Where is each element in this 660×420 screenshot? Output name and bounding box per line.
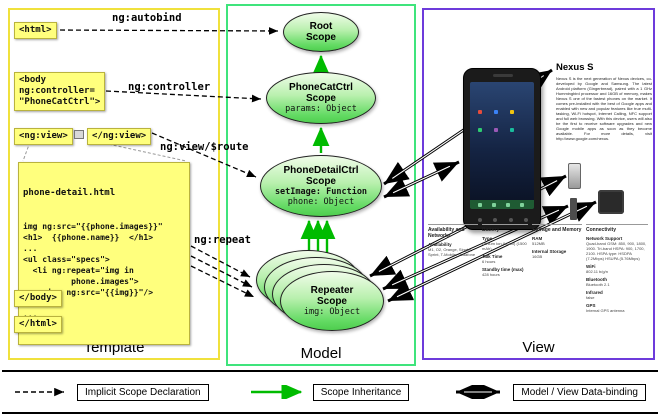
html-open-tag: <html> [14, 22, 57, 39]
spec-value: Lithium Ion (Li-Ion) (1500 mAh) [482, 241, 527, 251]
nexus-phone-image [463, 68, 541, 230]
product-title: Nexus S [556, 62, 594, 73]
legend-bottom-rule [2, 412, 658, 414]
view-panel-label: View [522, 339, 555, 356]
ng-view-open-tag: <ng:view> [14, 128, 73, 145]
phone-thumbnail-3 [598, 190, 624, 214]
html-close-tag: </html> [14, 316, 62, 333]
spec-value: 802.11 b/g/n [586, 269, 608, 274]
legend-item-binding: Model / View Data-binding [450, 383, 646, 401]
root-scope-title: Root Scope [305, 21, 336, 43]
root-scope-ellipse: Root Scope [283, 12, 359, 52]
legend-item-implicit: Implicit Scope Declaration [14, 383, 209, 401]
ng-autobind-label: ng:autobind [112, 12, 182, 24]
legend-label-binding: Model / View Data-binding [513, 383, 646, 401]
spec-header: Availability and Networks [428, 224, 478, 239]
ng-repeat-label: ng:repeat [194, 234, 251, 246]
green-arrow-icon [250, 385, 303, 399]
spec-value: 512MB [532, 241, 545, 246]
spec-value: Quad-band GSM: 850, 900, 1800, 1900. Tri… [586, 241, 647, 261]
phonedetail-scope-ellipse: PhoneDetailCtrl Scope setImage: Function… [260, 155, 382, 217]
phonecat-scope-ellipse: PhoneCatCtrl Scope params: Object [266, 72, 376, 124]
double-arrow-icon [456, 385, 501, 399]
code-title: phone-detail.html [23, 188, 116, 198]
legend-label-implicit: Implicit Scope Declaration [77, 383, 209, 401]
legend-item-inheritance: Scope Inheritance [250, 383, 410, 401]
phonecat-scope-title: PhoneCatCtrl Scope [289, 82, 353, 104]
spec-label: Network Support [586, 236, 623, 241]
spec-header: Storage and Memory [532, 224, 582, 233]
legend-top-rule [2, 370, 658, 372]
spec-value: 428 hours [482, 272, 500, 277]
phonedetail-scope-prop-phone: phone: Object [287, 197, 355, 207]
ng-controller-label: ng:controller [128, 81, 211, 93]
spec-value: Bluetooth 2.1 [586, 282, 610, 287]
spec-col-availability: Availability and Networks Availability M… [428, 224, 478, 260]
model-panel-label: Model [300, 345, 342, 362]
spec-value: false [586, 295, 595, 300]
spec-value: 16GB [532, 254, 543, 259]
ng-view-placeholder-icon [74, 130, 84, 139]
spec-value: M1, O2, Orange, Singtel, Sprint, T-Mobil… [428, 247, 476, 257]
phone-buttons [478, 218, 528, 222]
spec-header: Connectivity [586, 224, 648, 233]
ng-view-route-label: ng:view/$route [160, 141, 249, 153]
spec-col-connectivity: Connectivity Network Support Quad-band G… [586, 224, 648, 316]
product-description: Nexus S is the next generation of Nexus … [556, 76, 652, 141]
phonedetail-scope-title: PhoneDetailCtrl Scope [283, 165, 359, 187]
dashed-arrow-icon [15, 387, 64, 397]
spec-label: GPS [586, 303, 596, 308]
phone-thumbnail-2 [570, 198, 577, 220]
body-open-tag: <body ng:controller= "PhoneCatCtrl"> [14, 72, 106, 111]
spec-value: 6 hours [482, 259, 496, 264]
legend-label-inheritance: Scope Inheritance [312, 383, 410, 401]
body-close-tag: </body> [14, 290, 62, 307]
spec-col-battery: Battery Type Lithium Ion (Li-Ion) (1500 … [482, 224, 528, 280]
phone-thumbnail-1 [568, 163, 581, 189]
legend: Implicit Scope Declaration Scope Inherit… [14, 376, 646, 408]
phone-dock [470, 200, 534, 209]
phonecat-scope-prop: params: Object [285, 104, 357, 114]
repeater-scope-title: Repeater Scope [310, 285, 354, 307]
phone-earpiece [493, 74, 513, 77]
phonedetail-scope-prop-setimage: setImage: Function [274, 187, 368, 197]
phone-screen [470, 82, 534, 209]
spec-header: Battery [482, 224, 528, 233]
ng-view-close-tag: </ng:view> [87, 128, 152, 145]
repeater-scope-ellipse: Repeater Scope img: Object [280, 271, 384, 331]
spec-value: Internal GPS antenna [586, 308, 625, 313]
repeater-scope-prop: img: Object [303, 307, 361, 317]
spec-col-storage: Storage and Memory RAM 512MB Internal St… [532, 224, 582, 262]
